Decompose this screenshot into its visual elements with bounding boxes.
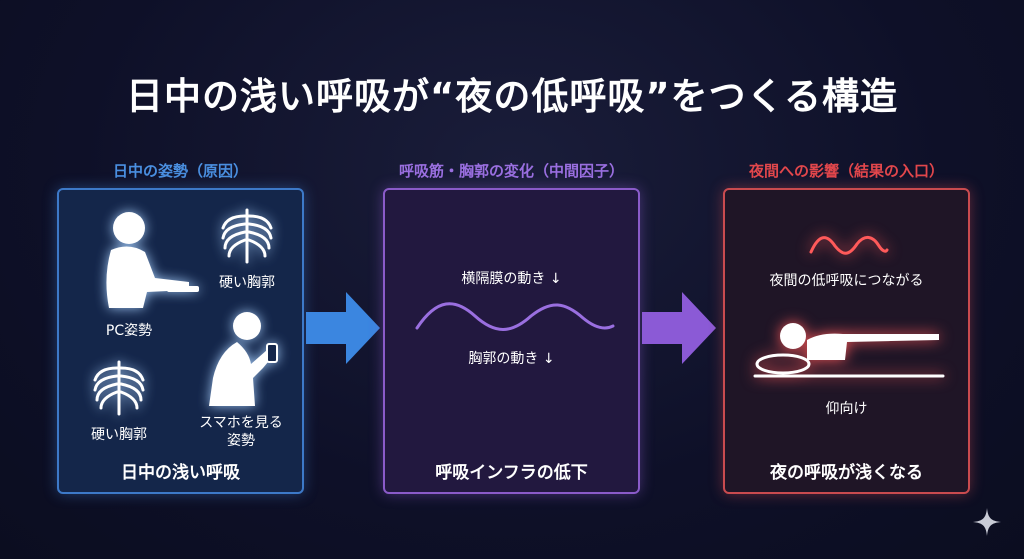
panel-cause: PC姿勢 硬い胸郭 硬い胸郭 スマホを見る 姿勢 日中の浅い呼吸 — [57, 188, 304, 494]
panel-result: 夜間の低呼吸につながる 仰向け 夜の呼吸が浅くなる — [723, 188, 970, 494]
panel-result-caption: 夜間への影響（結果の入口） — [748, 162, 944, 180]
pc-posture-label: PC姿勢 — [105, 323, 153, 339]
phone-posture-person-icon — [209, 312, 278, 406]
hard-chest-bottom-label: 硬い胸郭 — [91, 427, 147, 443]
wave-line-icon — [415, 302, 615, 331]
supine-person-icon — [753, 323, 945, 378]
diaphragm-label: 横隔膜の動き ↓ — [461, 271, 562, 287]
breath-wave-icon — [809, 236, 889, 255]
pc-posture-person-icon — [106, 212, 199, 308]
page-title: 日中の浅い呼吸が“夜の低呼吸”をつくる構造 — [126, 75, 898, 118]
hard-chest-top-label: 硬い胸郭 — [219, 275, 275, 291]
phone-posture-label: スマホを見る 姿勢 — [199, 415, 283, 449]
sparkle-icon — [973, 508, 1001, 536]
panel-intermediate-summary: 呼吸インフラの低下 — [435, 463, 588, 483]
supine-label: 仰向け — [825, 401, 868, 417]
arrow-right-icon-2 — [642, 292, 716, 364]
night-hypopnea-label: 夜間の低呼吸につながる — [769, 273, 924, 289]
panel-result-summary: 夜の呼吸が浅くなる — [770, 463, 923, 483]
panel-intermediate-caption: 呼吸筋・胸郭の変化（中間因子） — [398, 162, 624, 180]
arrow-right-icon-1 — [306, 292, 380, 364]
ribcage-top-icon — [221, 208, 273, 264]
ribcage-bottom-icon — [93, 360, 145, 416]
panel-intermediate: 横隔膜の動き ↓ 胸郭の動き ↓ 呼吸インフラの低下 — [383, 188, 640, 494]
chest-movement-label: 胸郭の動き ↓ — [468, 351, 555, 367]
panel-cause-summary: 日中の浅い呼吸 — [121, 463, 240, 483]
panel-cause-caption: 日中の姿勢（原因） — [112, 162, 248, 180]
